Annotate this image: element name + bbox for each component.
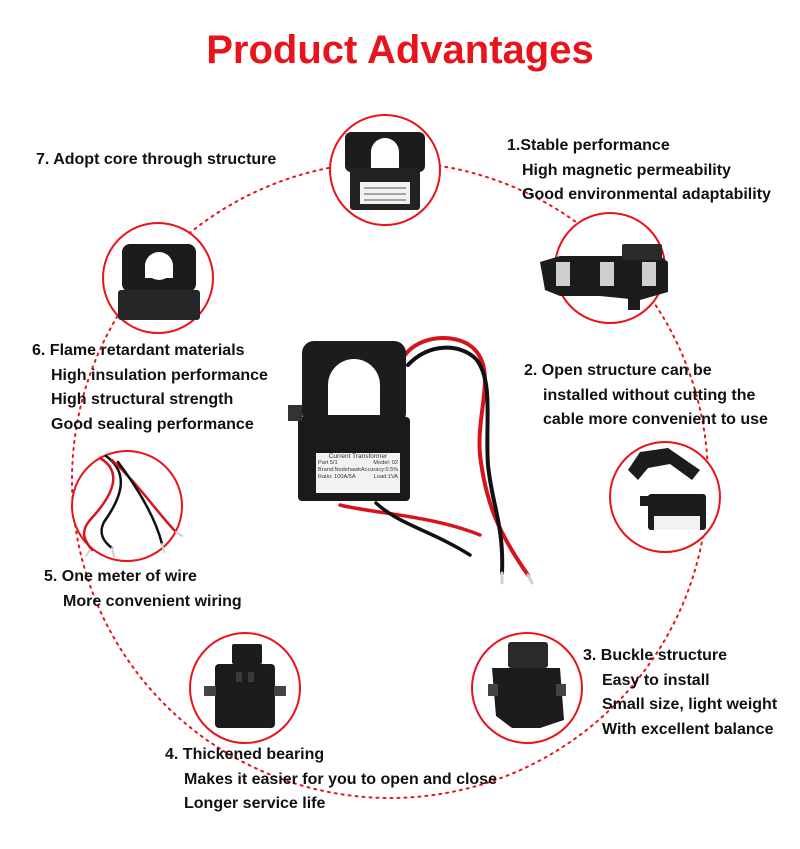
feature-5: 5. One meter of wire More convenient wir… (44, 565, 242, 614)
label-ratio: Ratio: 100A/5A (318, 474, 356, 480)
wire-bundle-icon (82, 454, 183, 557)
wire-red-short (338, 503, 482, 537)
feature-6-line-1: High insulation performance (51, 366, 268, 384)
label-brand: Brand:Nodehawk (318, 467, 361, 473)
feature-4-line-2: Longer service life (184, 795, 326, 812)
ct-buckle-icon (488, 642, 566, 728)
feature-6: 6. Flame retardant materials High insula… (32, 339, 268, 437)
feature-4-title: 4. Thickened bearing (165, 746, 325, 763)
feature-4: 4. Thickened bearing Makes it easier for… (165, 743, 497, 817)
feature-3-line-2: Small size, light weight (602, 696, 778, 713)
ct-bearing-icon (204, 644, 286, 728)
center-current-transformer (288, 336, 534, 585)
wire-black-short (374, 501, 472, 557)
ct-label-plate: Current Transformer Part 5/1 Model: 02 B… (316, 453, 400, 493)
ct-core-through-icon (345, 132, 425, 210)
ct-flame-retardant-icon (118, 244, 200, 320)
label-part: Part 5/1 (318, 460, 338, 466)
feature-5-title: 5. One meter of wire (44, 568, 197, 585)
label-load: Load:1VA (373, 474, 398, 480)
feature-3-line-1: Easy to install (602, 671, 710, 689)
label-model: Model: 02 (373, 460, 398, 466)
feature-3: 3. Buckle structure Easy to install Smal… (583, 644, 777, 742)
feature-6-line-2: High structural strength (51, 391, 234, 408)
feature-7-title: 7. Adopt core through structure (36, 151, 277, 168)
feature-3-title: 3. Buckle structure (583, 647, 728, 664)
feature-5-line-1: More convenient wiring (63, 592, 242, 610)
feature-1-line-1: High magnetic permeability (522, 161, 731, 179)
feature-1-title: 1.Stable performance (507, 137, 670, 154)
wire-red-long (403, 336, 530, 577)
ct-open-clamp-icon (540, 244, 668, 310)
label-line1: Current Transformer (328, 453, 388, 460)
feature-1: 1.Stable performance High magnetic perme… (507, 134, 771, 208)
feature-6-title: 6. Flame retardant materials (32, 342, 245, 359)
feature-2-line-2: cable more convenient to use (543, 411, 768, 428)
feature-4-line-1: Makes it easier for you to open and clos… (184, 770, 497, 788)
label-accuracy: Accuracy:0.5% (360, 467, 399, 473)
ct-hinged-icon (628, 448, 706, 530)
feature-7: 7. Adopt core through structure (36, 148, 276, 173)
wire-black-long (406, 345, 505, 575)
feature-3-line-3: With excellent balance (602, 720, 774, 738)
circle-5-border (71, 450, 183, 562)
page-title: Product Advantages (206, 28, 594, 72)
feature-6-line-3: Good sealing performance (51, 415, 254, 433)
feature-2-title: 2. Open structure can be (524, 362, 712, 379)
feature-2: 2. Open structure can be installed witho… (524, 359, 768, 433)
feature-2-line-1: installed without cutting the (543, 386, 756, 404)
feature-1-line-2: Good environmental adaptability (522, 186, 771, 203)
